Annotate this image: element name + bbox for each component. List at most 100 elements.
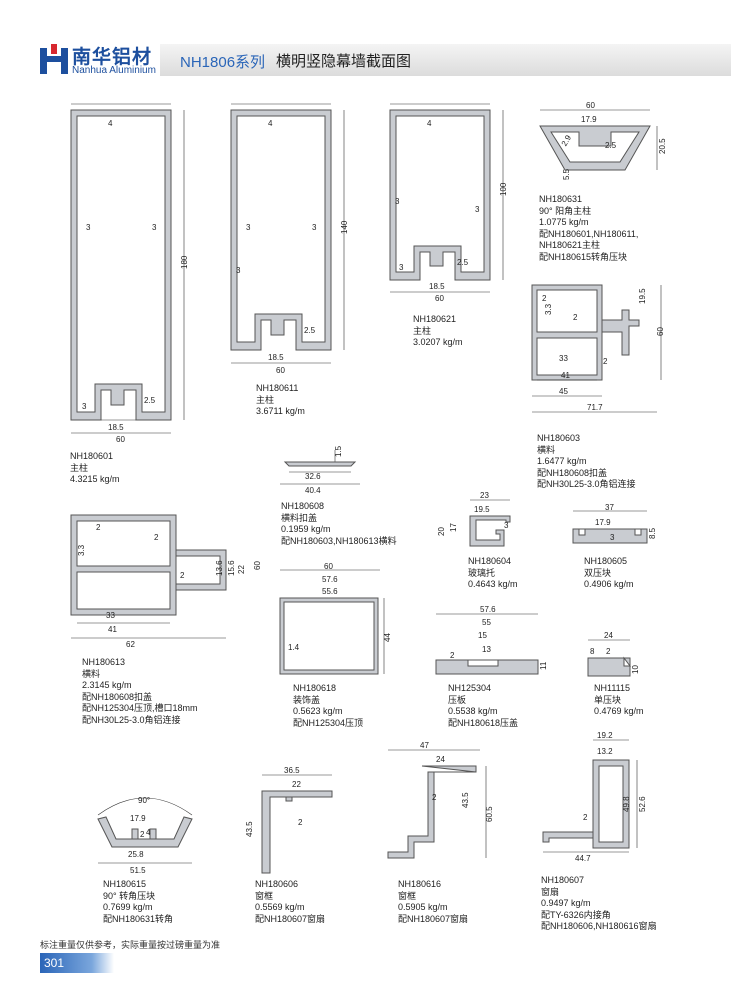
profile-drawing-nh125304: 57.6 55 15 13 2 11 bbox=[435, 605, 548, 675]
svg-text:32.6: 32.6 bbox=[305, 472, 321, 481]
section-weight: 0.4769 kg/m bbox=[594, 706, 644, 716]
brand-logo-icon bbox=[40, 44, 68, 74]
svg-text:25.8: 25.8 bbox=[128, 850, 144, 859]
section-code: NH180611 bbox=[256, 383, 299, 393]
svg-text:44.7: 44.7 bbox=[575, 854, 591, 863]
section-type: 装饰盖 bbox=[293, 694, 321, 705]
svg-text:60: 60 bbox=[276, 366, 285, 375]
section-weight: 0.1959 kg/m bbox=[281, 524, 331, 534]
series-label: NH1806系列 bbox=[180, 54, 266, 71]
weight-disclaimer: 标注重量仅供参考，实际重量按过磅重量为准 bbox=[40, 940, 221, 950]
svg-text:52.6: 52.6 bbox=[638, 796, 647, 812]
section-weight: 0.5538 kg/m bbox=[448, 706, 498, 716]
svg-text:2: 2 bbox=[298, 818, 303, 827]
svg-text:13: 13 bbox=[482, 645, 491, 654]
svg-text:37: 37 bbox=[605, 503, 614, 512]
section-note: 配NH180607窗扇 bbox=[398, 913, 469, 924]
svg-text:3: 3 bbox=[86, 223, 91, 232]
svg-text:62: 62 bbox=[126, 640, 135, 649]
profile-drawing-nh180607: 19.2 13.2 2 49.8 52.6 44.7 bbox=[542, 731, 647, 863]
section-weight: 0.5623 kg/m bbox=[293, 706, 343, 716]
page-header: 南华铝材 Nanhua Aluminium NH1806系列 横明竖隐幕墙截面图 bbox=[0, 40, 731, 80]
svg-text:55: 55 bbox=[482, 618, 491, 627]
svg-text:2: 2 bbox=[140, 830, 145, 839]
section-code: NH180604 bbox=[468, 556, 512, 566]
svg-text:17.9: 17.9 bbox=[595, 518, 611, 527]
svg-text:13.6: 13.6 bbox=[215, 560, 224, 576]
section-type: 压板 bbox=[448, 694, 467, 705]
section-code: NH180606 bbox=[255, 879, 299, 889]
svg-text:36.5: 36.5 bbox=[284, 766, 300, 775]
section-code: NH180603 bbox=[537, 433, 581, 443]
section-note: 配NH180608扣盖 bbox=[537, 467, 608, 478]
section-note: 配NH180606,NH180616窗扇 bbox=[541, 921, 657, 931]
svg-text:49.8: 49.8 bbox=[622, 796, 631, 812]
section-type: 横料扣盖 bbox=[281, 512, 318, 523]
caption-nh180615: NH180615 90° 转角压块 0.7699 kg/m 配NH180631转… bbox=[103, 879, 173, 925]
section-weight: 3.6711 kg/m bbox=[256, 406, 305, 416]
caption-nh180604: NH180604 玻璃托 0.4643 kg/m bbox=[468, 556, 518, 591]
section-weight: 0.5569 kg/m bbox=[255, 902, 305, 912]
svg-text:19.5: 19.5 bbox=[638, 288, 647, 304]
page-number: 301 bbox=[44, 956, 65, 970]
svg-text:41: 41 bbox=[561, 371, 570, 380]
svg-text:3: 3 bbox=[82, 402, 87, 411]
svg-text:5.5: 5.5 bbox=[562, 168, 571, 180]
caption-nh180608: NH180608 横料扣盖 0.1959 kg/m 配NH180603,NH18… bbox=[281, 501, 397, 547]
caption-nh180611: NH180611 主柱 3.6711 kg/m bbox=[256, 383, 305, 418]
svg-text:4: 4 bbox=[268, 119, 273, 128]
caption-nh180616: NH180616 窗框 0.5905 kg/m 配NH180607窗扇 bbox=[398, 879, 468, 925]
svg-text:2.5: 2.5 bbox=[605, 141, 617, 150]
svg-text:2.5: 2.5 bbox=[144, 396, 156, 405]
svg-text:17.9: 17.9 bbox=[130, 814, 146, 823]
header-bar bbox=[160, 44, 731, 76]
section-code: NH125304 bbox=[448, 683, 492, 693]
caption-nh180607: NH180607 窗扇 0.9497 kg/m 配TY-6326内接角 配NH1… bbox=[541, 875, 657, 933]
svg-text:18.5: 18.5 bbox=[108, 423, 124, 432]
section-code: NH180616 bbox=[398, 879, 442, 889]
section-type: 主柱 bbox=[70, 462, 89, 473]
svg-text:4: 4 bbox=[427, 119, 432, 128]
section-type: 90° 转角压块 bbox=[103, 890, 156, 901]
svg-text:33: 33 bbox=[559, 354, 568, 363]
caption-nh180606: NH180616 NH180606 窗框 0.5569 kg/m 配NH1806… bbox=[255, 879, 325, 925]
svg-text:8.5: 8.5 bbox=[648, 527, 657, 539]
profile-drawing-nh11115: 24 8 2 10 bbox=[587, 631, 640, 677]
svg-text:15: 15 bbox=[478, 631, 487, 640]
section-code: NH180605 bbox=[584, 556, 628, 566]
svg-text:13.2: 13.2 bbox=[597, 747, 613, 756]
profile-drawing-nh180615: 90° 17.9 2 4 25.8 51.5 bbox=[97, 796, 193, 875]
caption-nh180605: NH180605 双压块 0.4906 kg/m bbox=[584, 556, 634, 591]
section-code: NH180601 bbox=[70, 451, 114, 461]
section-weight: 3.0207 kg/m bbox=[413, 337, 463, 347]
svg-text:2.5: 2.5 bbox=[304, 326, 316, 335]
svg-text:2: 2 bbox=[603, 357, 608, 366]
section-weight: 2.3145 kg/m bbox=[82, 680, 132, 690]
profile-drawing-nh180618: 60 57.6 55.6 1.4 44 bbox=[279, 562, 392, 675]
svg-text:47: 47 bbox=[420, 741, 429, 750]
svg-text:2: 2 bbox=[180, 571, 185, 580]
profile-drawing-nh180601: 4 3 3 3 2.5 18.5 60 180 bbox=[70, 103, 189, 444]
svg-text:60: 60 bbox=[435, 294, 444, 303]
section-code: NH180613 bbox=[82, 657, 126, 667]
profile-drawing-nh180611: 4 3 3 3 2.5 18.5 60 140 bbox=[230, 103, 349, 375]
profile-drawing-nh180621: 4 3 3 3 2.5 18.5 60 100 bbox=[389, 103, 508, 303]
svg-text:100: 100 bbox=[499, 182, 508, 196]
section-weight: 0.7699 kg/m bbox=[103, 902, 153, 912]
brand-name-cn: 南华铝材 bbox=[72, 47, 153, 68]
section-code: NH180618 bbox=[293, 683, 337, 693]
svg-text:71.7: 71.7 bbox=[587, 403, 603, 412]
svg-text:3: 3 bbox=[475, 205, 480, 214]
svg-text:24: 24 bbox=[604, 631, 613, 640]
section-weight: 0.5905 kg/m bbox=[398, 902, 448, 912]
section-code: NH180615 bbox=[103, 879, 147, 889]
section-note: 配NH180615转角压块 bbox=[539, 251, 628, 262]
section-weight: 1.6477 kg/m bbox=[537, 456, 587, 466]
svg-text:43.5: 43.5 bbox=[461, 792, 470, 808]
section-code: NH180621 bbox=[413, 314, 457, 324]
svg-text:43.5: 43.5 bbox=[245, 821, 254, 837]
svg-text:57.6: 57.6 bbox=[480, 605, 496, 614]
svg-text:3: 3 bbox=[504, 521, 509, 530]
profile-drawing-nh180605: 37 17.9 3 8.5 bbox=[572, 503, 657, 544]
profile-drawing-nh180606: 36.5 22 2 43.5 bbox=[245, 766, 333, 874]
